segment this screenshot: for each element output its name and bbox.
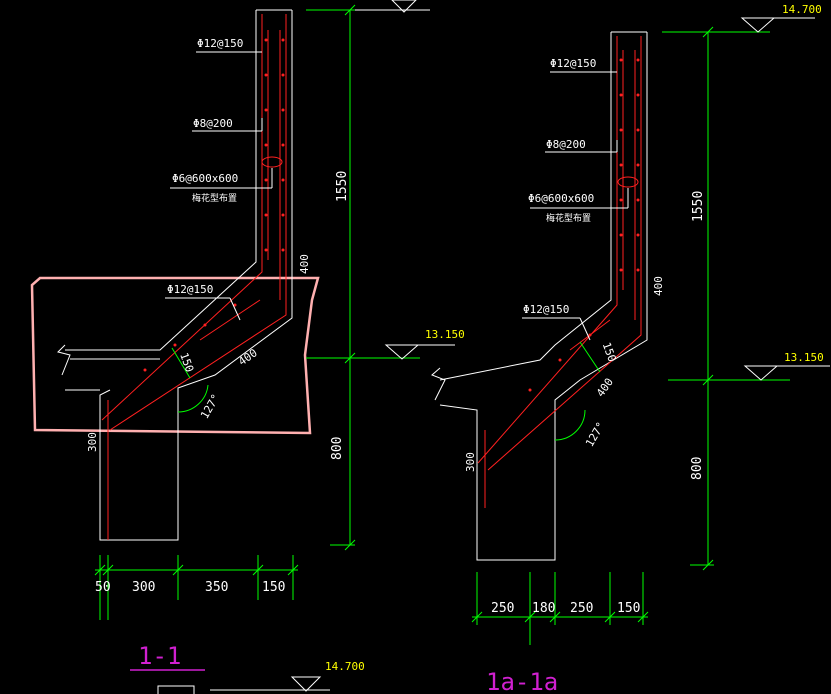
right-section: Φ12@150 Φ8@200 Φ6@600x600 梅花型布置 Φ12@150 … [431,3,830,694]
right-rebar-main-top: Φ12@150 [550,57,596,70]
left-dim-150: 150 [177,351,196,374]
left-rebar [101,14,287,540]
left-dim-400-wall: 400 [298,254,311,274]
left-elevation-mid: 13.150 [384,328,465,360]
left-bottom-dim [94,555,299,620]
right-bottom-dim-1: 250 [491,601,514,616]
right-leaders [522,71,629,341]
right-elev-mid: 13.150 [784,351,824,364]
left-angle: 127° [198,392,223,421]
right-elevation-mid: 13.150 [743,351,830,381]
left-bottom-dim-3: 350 [205,580,228,595]
right-angle: 127° [583,420,608,449]
right-rebar-dots [528,58,640,392]
left-vertical-dim [306,4,420,551]
right-dim-400-slope: 400 [594,376,616,400]
right-dim-400-wall: 400 [652,276,665,296]
left-slope-dim-line [171,347,191,379]
right-bottom-dim-2: 180 [532,601,555,616]
left-section: Φ12@150 Φ8@200 Φ6@600x600 梅花型布置 Φ12@150 … [30,0,465,694]
left-bottom-dim-4: 150 [262,580,285,595]
left-rebar-tie: Φ6@600x600 [172,172,238,185]
right-dim-height-lower: 800 [690,457,705,480]
left-elevation-top [355,0,430,13]
right-section-title: 1a-1a [486,668,558,694]
left-rebar-main-slope: Φ12@150 [167,283,213,296]
left-dim-height-upper: 1550 [335,171,350,202]
left-rebar-tie-note: 梅花型布置 [192,192,237,204]
right-dim-300-beam: 300 [464,452,477,472]
left-dim-height-lower: 800 [330,437,345,460]
right-elevation-top: 14.700 [740,3,822,33]
left-bottom-dim-2: 300 [132,580,155,595]
left-elev-mid: 13.150 [425,328,465,341]
left-rebar-dots [143,38,285,372]
right-elev-top: 14.700 [782,3,822,16]
right-rebar-main-slope: Φ12@150 [523,303,569,316]
left-highlight-box [30,276,320,435]
left-dim-300-beam: 300 [86,432,99,452]
right-dim-height-upper: 1550 [691,191,706,222]
right-bottom-dim [471,572,649,645]
right-vertical-dim [662,26,790,571]
right-slope-dim-line [579,341,601,373]
left-bottom-dim-1: 50 [95,580,111,595]
left-section-title: 1-1 [138,642,181,670]
left-concrete-outline [57,9,293,541]
right-dim-150: 150 [600,341,619,364]
right-concrete-outline [431,31,648,561]
left-rebar-dist: Φ8@200 [193,117,233,130]
right-angle-arc [554,409,586,441]
left-leaders [70,51,273,360]
left-rebar-main-top: Φ12@150 [197,37,243,50]
left-angle-arc [177,384,209,413]
right-rebar-tie-note: 梅花型布置 [546,212,591,224]
left-dim-400-slope: 400 [236,346,260,368]
right-rebar-dist: Φ8@200 [546,138,586,151]
bottom-elev-label: 14.700 [325,660,365,673]
right-bottom-dim-4: 150 [617,601,640,616]
bottom-elevation: 14.700 [157,660,365,694]
right-rebar-tie: Φ6@600x600 [528,192,594,205]
right-rebar [477,36,642,508]
right-bottom-dim-3: 250 [570,601,593,616]
